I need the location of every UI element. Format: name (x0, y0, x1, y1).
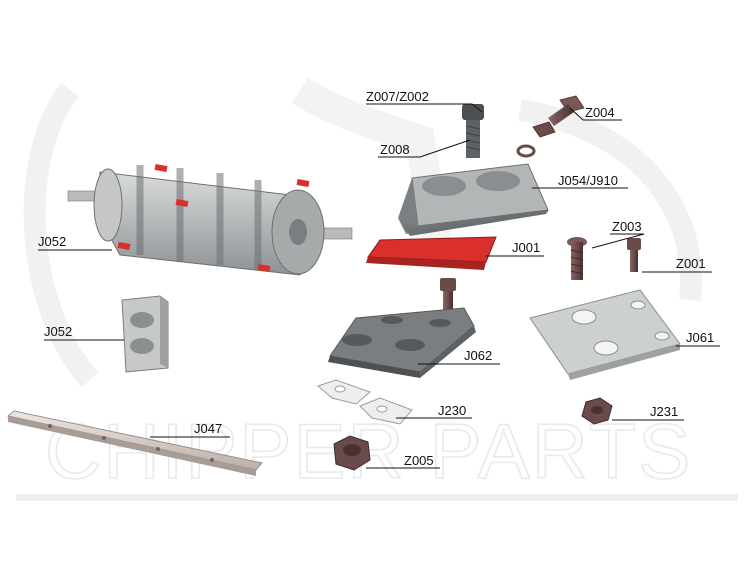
j062-hole-2 (395, 339, 425, 351)
rotor-knife-3 (296, 179, 310, 187)
part-labels: Z007/Z002 Z004 Z008 J054/J910 Z003 J052 … (38, 89, 714, 468)
j062-plate-edge-right (420, 326, 476, 378)
part-z001-bolt (627, 238, 641, 272)
z001-bolt-shank (630, 250, 638, 272)
rotor-drum (67, 164, 353, 276)
j061-hole-3 (593, 340, 619, 356)
j061-plate-edge (568, 344, 680, 380)
label-z005: Z005 (404, 453, 434, 468)
label-z001: Z001 (676, 256, 706, 271)
j054-pocket-right (476, 171, 520, 191)
watermark-arc-right (518, 99, 703, 302)
j061-plate-top (529, 289, 681, 375)
j047-hole-4 (210, 458, 214, 462)
z007-bolt-thread (465, 125, 481, 151)
j061-hole-2 (630, 300, 646, 310)
j052-hole-bottom (130, 338, 154, 354)
part-z003-bolt (567, 237, 587, 280)
rotor-knife-2 (175, 199, 189, 207)
rotor-start-disc (93, 168, 123, 242)
z003-bolt-shank (571, 242, 583, 280)
part-j062-bolt (440, 278, 456, 313)
rotor-knife-5 (257, 264, 271, 272)
label-j231: J231 (650, 404, 678, 419)
part-z004-bolt-set (516, 95, 585, 158)
j052-block-side (160, 296, 168, 368)
leader-z004 (569, 107, 622, 121)
z004-bolt-shank (548, 104, 574, 126)
j047-hole-3 (156, 447, 160, 451)
part-j001-knife (366, 236, 497, 270)
z004-nut (532, 121, 556, 138)
rotor-knife-4 (117, 242, 131, 250)
j001-knife-edge (366, 257, 486, 270)
part-j047-bar (6, 410, 263, 476)
label-j230: J230 (438, 403, 466, 418)
part-z007-bolt (462, 104, 484, 158)
z007-bolt-shank (466, 120, 480, 158)
part-j054-clamp (398, 163, 549, 236)
j230-tab-1 (317, 379, 371, 405)
leader-lines (38, 103, 720, 469)
label-z003: Z003 (612, 219, 642, 234)
rotor-hub (289, 219, 307, 245)
z007-bolt-head (462, 104, 484, 120)
part-j231-nut (581, 397, 613, 425)
part-j052-block (121, 295, 169, 373)
label-j001: J001 (512, 240, 540, 255)
j231-nut-hole (591, 406, 603, 414)
label-z004: Z004 (585, 105, 615, 120)
z004-washer (516, 144, 536, 158)
part-z005-nut (333, 435, 371, 471)
j061-hole-4 (654, 331, 670, 341)
j047-hole-1 (48, 424, 52, 428)
watermark-stroke-mid (291, 77, 455, 263)
j230-tab-1-hole (334, 385, 346, 393)
j062-hole-3 (381, 316, 403, 324)
label-j062: J062 (464, 348, 492, 363)
j062-bolt-shank (443, 291, 453, 313)
label-j061: J061 (686, 330, 714, 345)
j047-bar-edge (8, 416, 256, 476)
j230-tab-2-hole (376, 405, 388, 413)
leader-z003 (591, 233, 645, 249)
leader-z007 (366, 103, 483, 113)
label-j052-bottom: J052 (44, 324, 72, 339)
j062-hole-1 (342, 334, 372, 346)
j062-bolt-head (440, 278, 456, 291)
watermark-underline (16, 494, 738, 501)
leader-z008 (378, 139, 471, 158)
j052-hole-top (130, 312, 154, 328)
j047-hole-2 (102, 436, 106, 440)
j054-bevel (398, 210, 548, 236)
label-j052-top: J052 (38, 234, 66, 249)
j061-hole-1 (571, 309, 597, 325)
rotor-knife-1 (154, 164, 168, 172)
z003-bolt-thread (570, 249, 584, 275)
j062-hole-4 (429, 319, 451, 327)
label-j047: J047 (194, 421, 222, 436)
label-j054-j910: J054/J910 (558, 173, 618, 188)
rotor-ribs (136, 165, 262, 270)
z005-nut-hole (343, 444, 361, 456)
label-z008: Z008 (380, 142, 410, 157)
j054-pocket-left (422, 176, 466, 196)
label-z007-z002: Z007/Z002 (366, 89, 429, 104)
j062-plate-edge-front (328, 356, 420, 378)
part-j062-plate (328, 307, 476, 378)
watermark-arc-left (23, 82, 99, 388)
part-j061-plate (529, 289, 681, 380)
z001-bolt-head (627, 238, 641, 250)
